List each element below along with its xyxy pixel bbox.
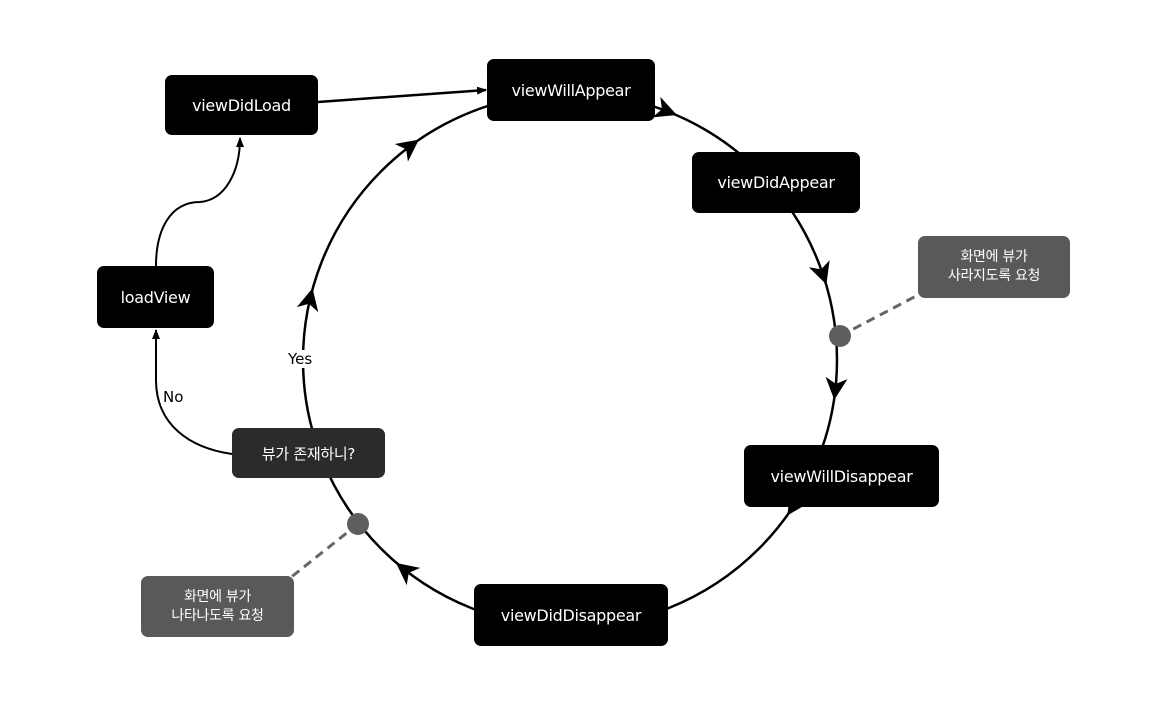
edge-decision-to-loadview [152,329,233,455]
decision-label: 뷰가 존재하니? [261,444,356,463]
disappear-request-box: 화면에 뷰가 사라지도록 요청 [918,236,1070,298]
direction-chevron [396,563,421,586]
view-exists-decision: 뷰가 존재하니? [232,428,385,478]
loadview-label: loadView [120,287,191,307]
edge-loadview-to-didload [155,137,244,267]
direction-chevron [808,260,830,285]
viewdiddisappear-label: viewDidDisappear [500,605,642,625]
appear-request-line-1: 화면에 뷰가 [183,588,252,605]
dashed-connector-disappear [839,292,921,338]
disappear-request-line-1: 화면에 뷰가 [960,249,1028,265]
appear-request-line-2: 나타나도록 요청 [171,607,264,624]
viewdidappear-node: viewDidAppear [692,152,860,213]
edge-didload-to-willappear [317,86,487,104]
viewwilldisappear-node: viewWillDisappear [744,445,939,507]
viewwilldisappear-label: viewWillDisappear [770,466,913,486]
disappear-request-line-2: 사라지도록 요청 [947,268,1041,284]
direction-chevron [825,376,848,400]
loadview-node: loadView [97,266,214,328]
viewwillappear-node: viewWillAppear [487,59,655,121]
viewdidload-label: viewDidLoad [192,95,291,115]
viewdidappear-label: viewDidAppear [717,173,835,192]
direction-chevron [296,288,319,313]
appear-request-dot [347,513,369,535]
viewdidload-node: viewDidLoad [165,75,318,135]
appear-request-box: 화면에 뷰가 나타나도록 요청 [141,576,294,637]
viewdiddisappear-node: viewDidDisappear [474,584,668,646]
dashed-connector-appear [289,522,359,580]
direction-chevron [652,96,677,118]
direction-chevron [394,139,419,162]
disappear-request-dot [829,325,851,347]
viewwillappear-label: viewWillAppear [511,80,631,100]
